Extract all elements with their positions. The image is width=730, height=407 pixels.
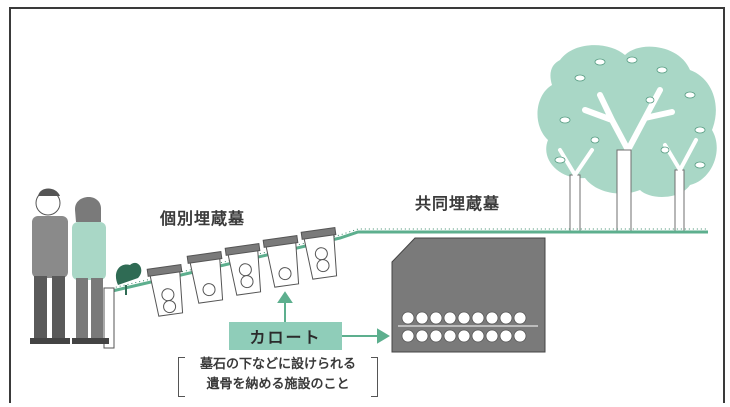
karoto-arrows (277, 291, 390, 344)
tree-icon (537, 45, 717, 233)
karoto-note: 墓石の下などに設けられる 遺骨を納める施設のこと (178, 355, 378, 399)
common-grave-label: 共同埋蔵墓 (415, 194, 501, 213)
individual-grave-label: 個別埋蔵墓 (160, 209, 246, 228)
karoto-label: カロート (249, 328, 322, 347)
individual-grave-cups (146, 227, 338, 317)
note-line-2: 遺骨を納める施設のこと (206, 377, 350, 392)
front-step (103, 287, 115, 349)
ground-line (107, 230, 708, 294)
diagram-frame (9, 7, 725, 403)
note-line-1: 墓石の下などに設けられる (199, 357, 356, 372)
karoto-label-box: カロート (229, 322, 342, 350)
flower-icon (115, 262, 142, 295)
visitors-figures (30, 188, 109, 344)
common-vault (391, 237, 546, 353)
note-bracket-left (178, 357, 185, 397)
note-bracket-right (371, 357, 378, 397)
